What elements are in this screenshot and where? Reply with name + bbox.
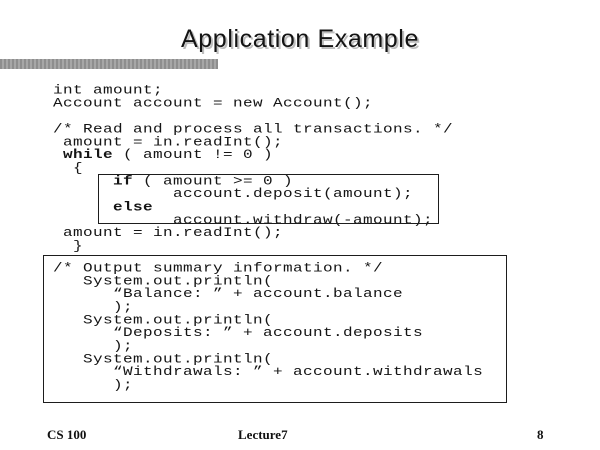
code-line: amount = in.readInt(); [53, 225, 284, 240]
code-line: ); [53, 338, 134, 353]
code-line: /* Output summary information. */ [53, 260, 384, 275]
code-line: System.out.println( [53, 351, 274, 366]
code-block-main: int amount;Account account = new Account… [53, 82, 454, 253]
code-line: while ( amount != 0 ) [63, 147, 274, 162]
code-line: amount = in.readInt(); [53, 134, 284, 149]
code-block-summary: /* Output summary information. */ System… [53, 260, 484, 392]
footer-course: CS 100 [47, 427, 87, 442]
code-line: ); [53, 377, 134, 392]
code-line: int amount; [53, 82, 164, 97]
footer-lecture: Lecture7 [238, 427, 288, 442]
footer-page-number: 8 [537, 427, 544, 442]
slide-title: Application Example [181, 25, 419, 53]
code-line: { [53, 160, 84, 175]
code-line: if ( amount >= 0 ) [113, 173, 294, 188]
code-line: System.out.println( [53, 273, 274, 288]
code-line: “Balance: ” + account.balance [53, 286, 404, 301]
code-line: ); [53, 299, 134, 314]
code-line: “Deposits: ” + account.deposits [53, 325, 424, 340]
code-line: Account account = new Account(); [53, 95, 374, 110]
code-line: } [53, 238, 84, 253]
code-line: account.deposit(amount); [53, 186, 414, 201]
code-line [53, 109, 453, 122]
code-line: account.withdraw(-amount); [53, 212, 434, 227]
code-line: /* Read and process all transactions. */ [53, 121, 454, 136]
title-accent-bar [0, 59, 218, 69]
code-line: System.out.println( [53, 312, 274, 327]
code-line: “Withdrawals: ” + account.withdrawals [53, 364, 484, 379]
code-line: else [113, 199, 154, 214]
